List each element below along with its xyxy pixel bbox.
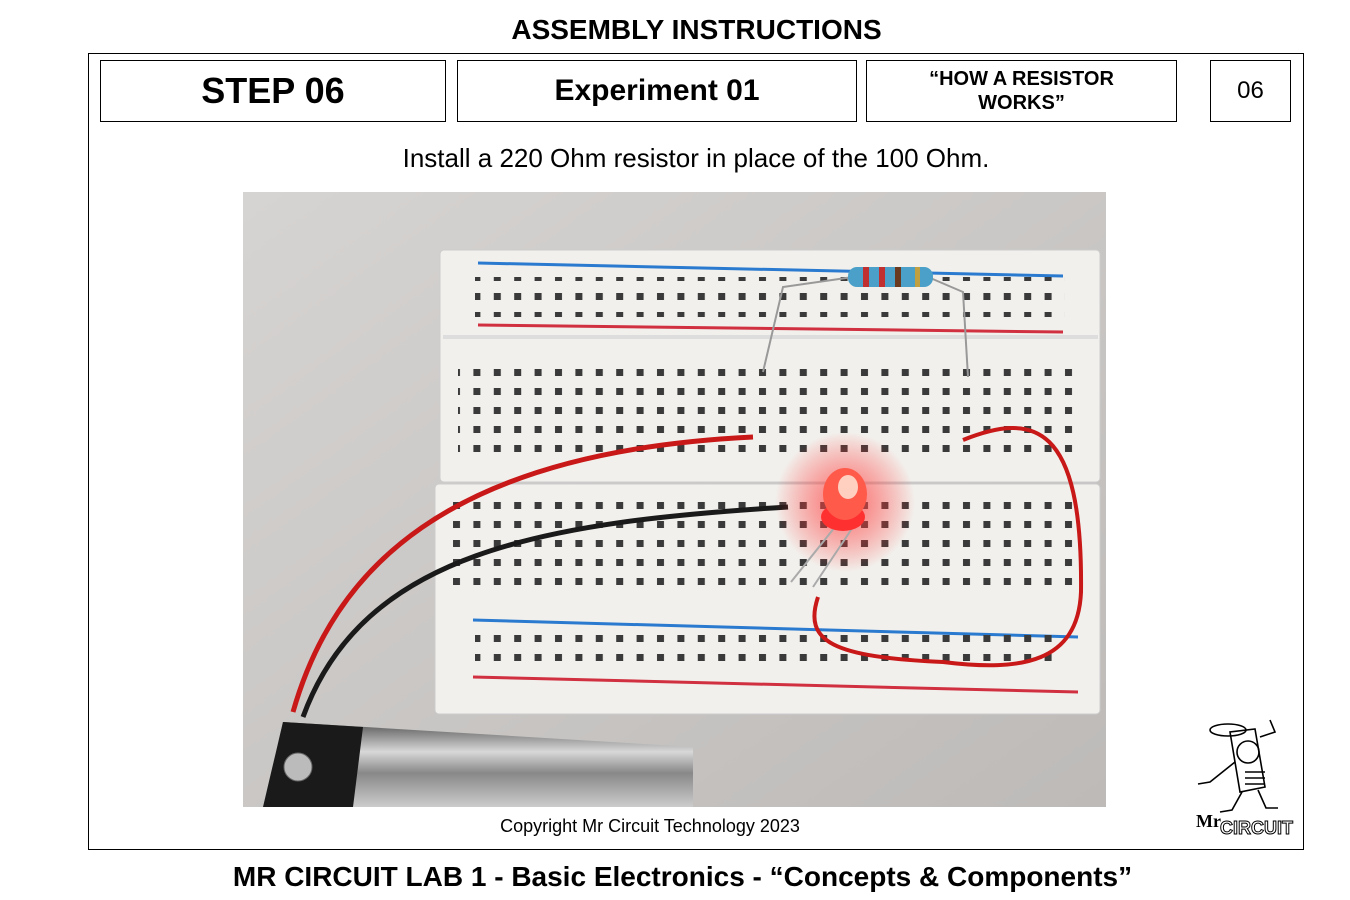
page-number-box: 06: [1210, 60, 1291, 122]
svg-text:Mr: Mr: [1196, 811, 1221, 831]
black-wire-battery: [300, 504, 789, 718]
svg-text:CIRCUIT: CIRCUIT: [1220, 818, 1293, 838]
red-jumper-wire: [812, 426, 1084, 668]
9v-battery: [263, 722, 693, 807]
red-wire-battery: [290, 434, 754, 713]
led: [775, 432, 915, 588]
experiment-box: Experiment 01: [457, 60, 857, 122]
experiment-subtitle-box: “HOW A RESISTOR WORKS”: [866, 60, 1177, 122]
copyright-text: Copyright Mr Circuit Technology 2023: [500, 816, 800, 836]
page-frame: [88, 53, 1304, 850]
step-box: STEP 06: [100, 60, 446, 122]
mr-circuit-logo: Mr CIRCUIT: [1196, 719, 1294, 839]
resistor: [762, 267, 969, 378]
breadboard-photo: [243, 192, 1106, 807]
breadboard-bottom-half: [434, 483, 1101, 715]
document-title: ASSEMBLY INSTRUCTIONS: [511, 14, 882, 45]
instruction-text: Install a 220 Ohm resistor in place of t…: [402, 143, 990, 173]
footer-title: MR CIRCUIT LAB 1 - Basic Electronics - “…: [232, 861, 1133, 892]
breadboard-top-half: [439, 249, 1101, 483]
